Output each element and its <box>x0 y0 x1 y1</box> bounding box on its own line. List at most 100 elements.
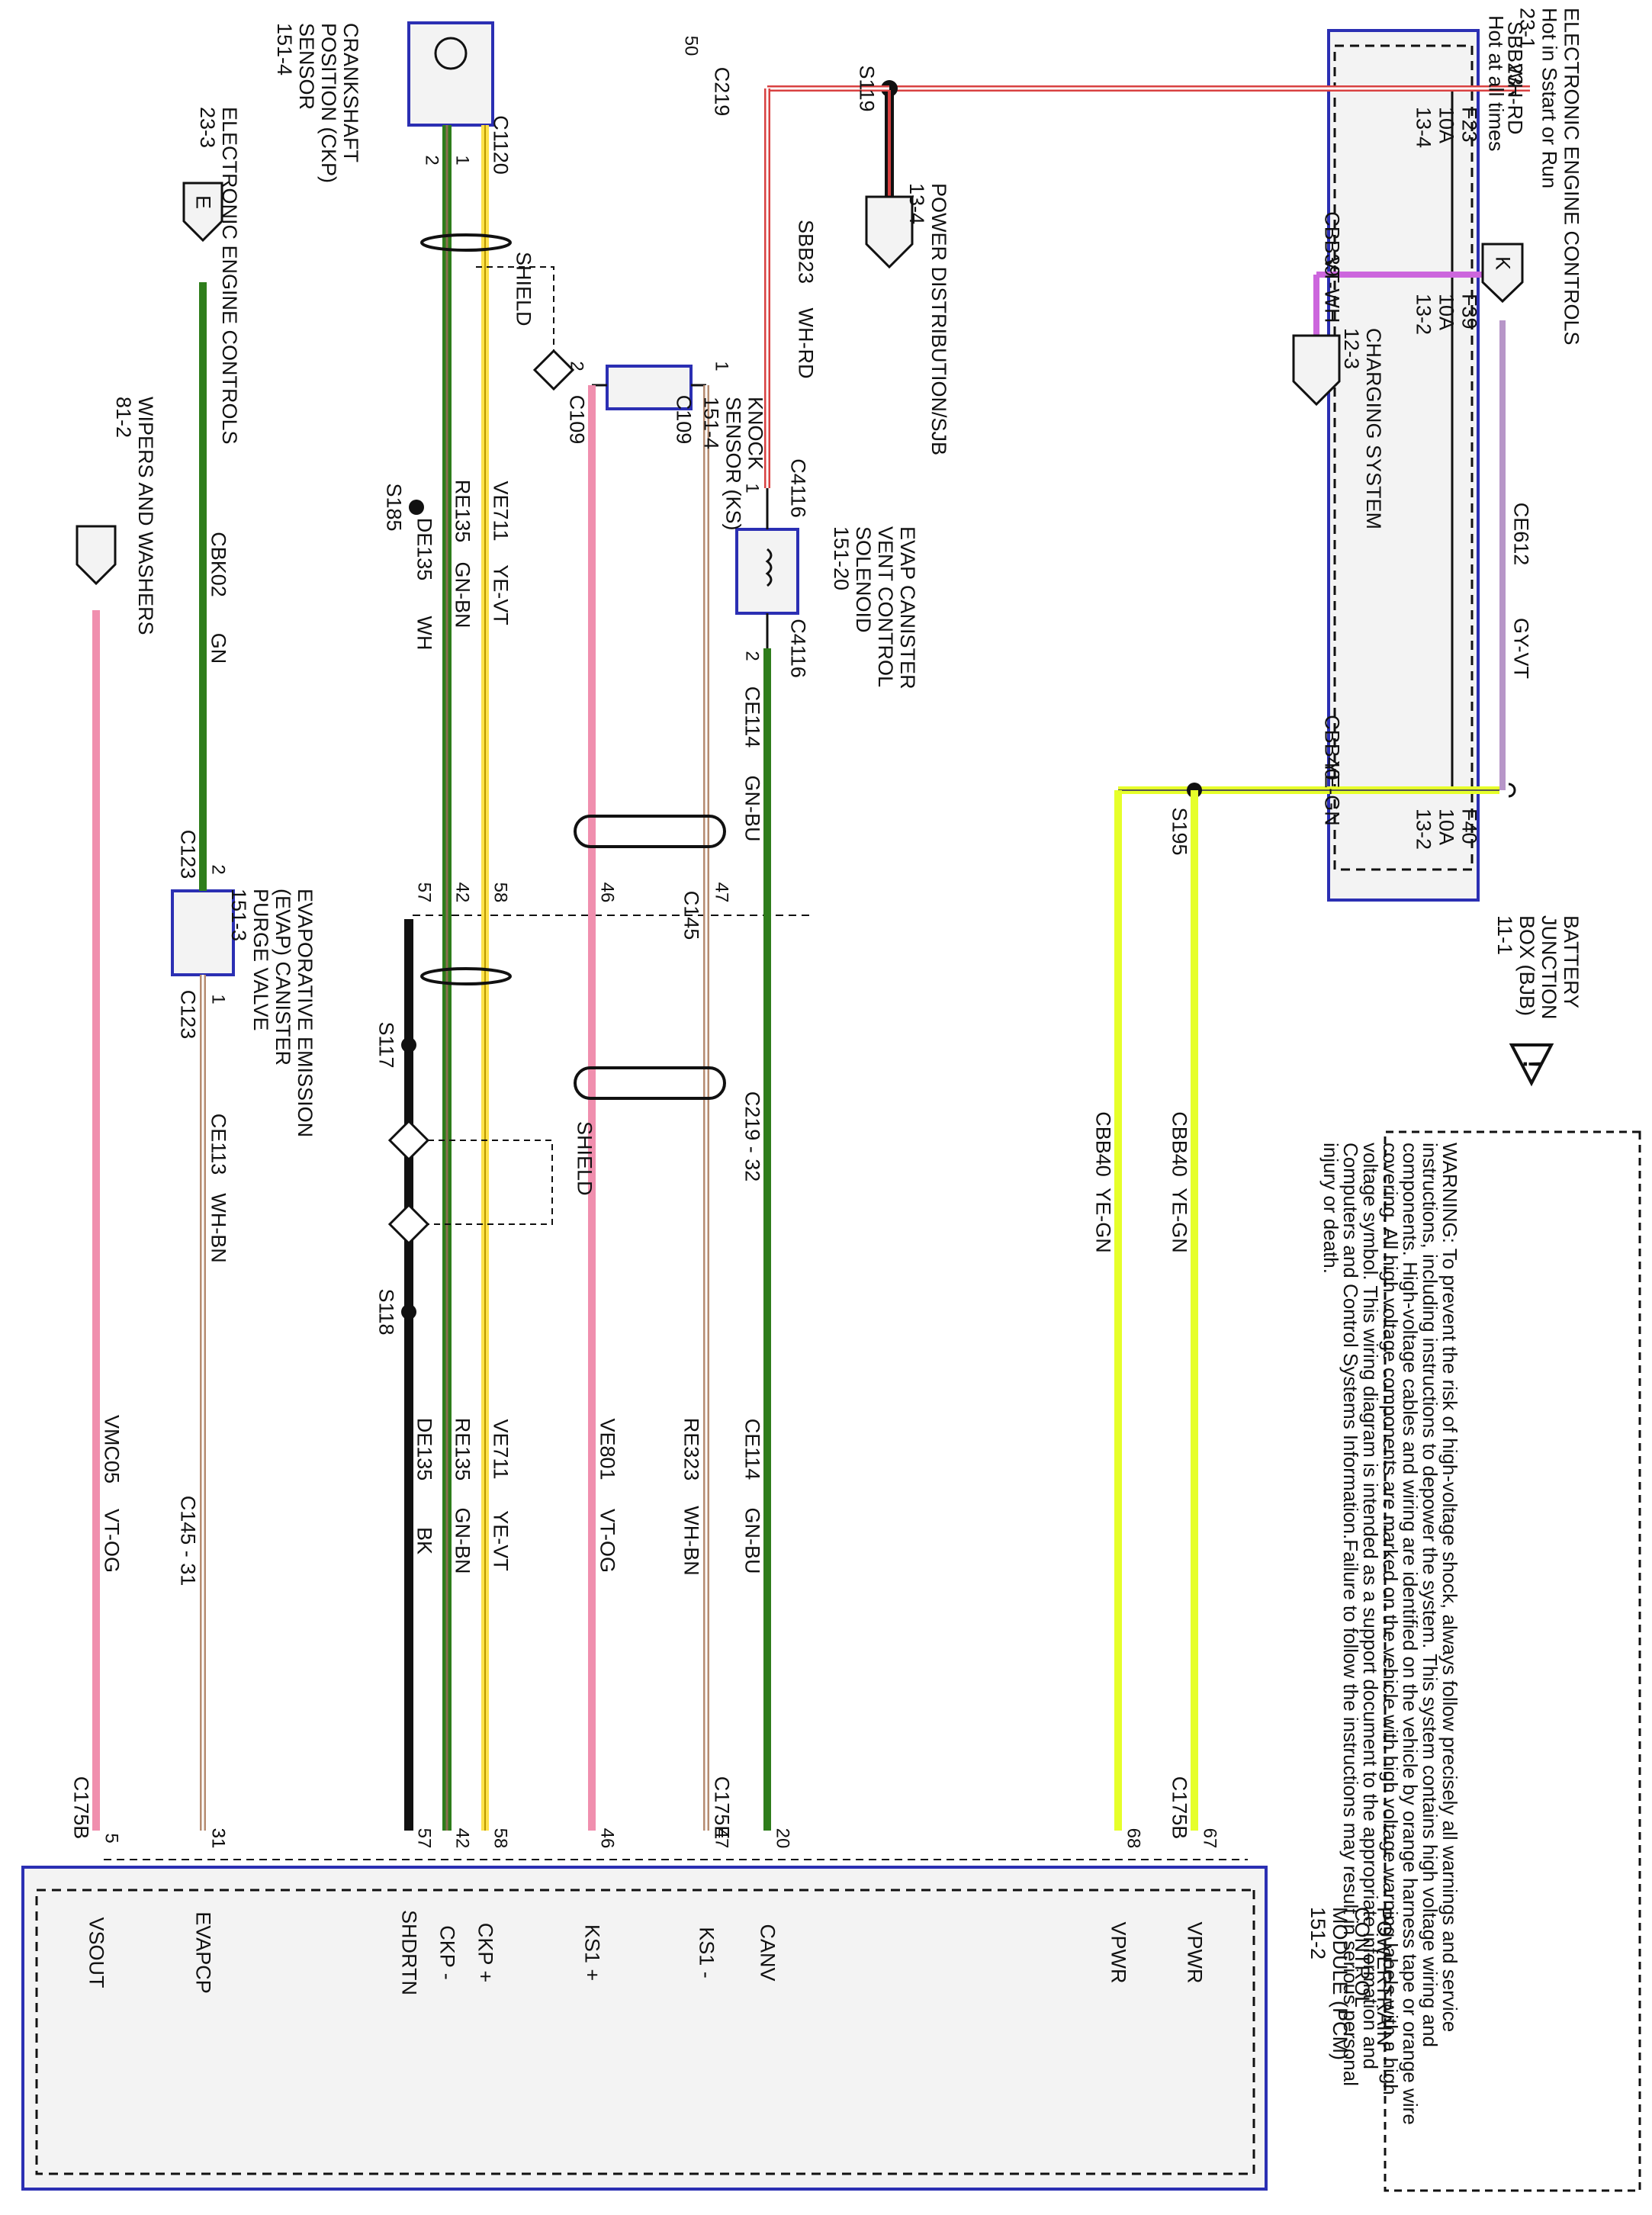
pcm-pin-shdrtn: SHDRTN <box>397 1909 421 1996</box>
bjb-label: BATTERY JUNCTION BOX (BJB) 11-1 <box>1493 915 1583 1020</box>
wire-label-vmc05: VMC05 <box>100 1414 124 1484</box>
wire-label-vt-wh: VT-WH <box>1320 256 1344 323</box>
connector-c175e: C175E <box>710 1776 734 1840</box>
connector-tag-e: E <box>191 194 215 210</box>
wire-label-re323: RE323 <box>680 1417 703 1481</box>
wire-label-de135: DE135 <box>413 517 436 581</box>
pcm-box <box>21 1866 1268 2191</box>
splice-s118-label: S118 <box>374 1288 398 1336</box>
fuse-f40-name: F40 <box>1458 809 1481 844</box>
wire-label-ye-vt-lower: YE-VT <box>489 1510 513 1571</box>
pin-57-c145: 57 <box>413 882 435 903</box>
splice-s195-label: S195 <box>1168 807 1191 856</box>
pcm-pin-vsout: VSOUT <box>85 1917 108 1988</box>
wire-label-de135-lower: DE135 <box>413 1417 436 1481</box>
eec-e-label: ELECTRONIC ENGINE CONTROLS 23-3 <box>196 107 241 445</box>
power-distribution-connector <box>865 195 914 269</box>
fuse-f23-name: F23 <box>1458 107 1481 143</box>
wire-label-ye-gn-68: YE-GN <box>1091 1188 1115 1253</box>
wire-label-bk: BK <box>413 1526 436 1555</box>
pcm-pin-number-20: 20 <box>772 1828 793 1849</box>
pin-2-c109: 2 <box>566 361 587 371</box>
bjb-box <box>1327 29 1480 902</box>
splice-s117 <box>401 1037 416 1053</box>
warning-triangle-icon <box>1509 1043 1554 1087</box>
wire-label-wh: WH <box>413 616 436 651</box>
pin-31-pcm: 31 <box>207 1828 229 1849</box>
shield-label: SHIELD <box>512 252 535 326</box>
connector-c109-top: C109 <box>672 394 696 445</box>
wire-label-vt-og-vmc05: VT-OG <box>100 1508 124 1574</box>
pin-2-c1120: 2 <box>421 155 442 166</box>
pcm-pin-number-57: 57 <box>413 1828 435 1849</box>
pcm-pin-ks1-minus: KS1 - <box>695 1927 718 1979</box>
pcm-pin-ks1-plus: KS1 + <box>580 1924 604 1982</box>
wire-label-gn-bn-lower: GN-BN <box>451 1507 474 1574</box>
knock-sensor-label: KNOCK SENSOR (KS) 151-4 <box>699 397 767 531</box>
twisted-pair-marker <box>420 967 512 985</box>
shield-label: SHIELD <box>573 1121 596 1196</box>
pcm-inner-dashed <box>35 1889 1255 2175</box>
fuse-f39-ref: 13-2 <box>1412 294 1435 336</box>
wire-label-cbb40-68: CBB40 <box>1091 1111 1115 1177</box>
splice-s185 <box>409 500 424 515</box>
gear-icon <box>434 37 468 70</box>
pin-58-c145: 58 <box>490 882 511 903</box>
connector-c145-31: C145 - 31 <box>176 1495 200 1587</box>
bjb-inner-dashed <box>1333 44 1474 871</box>
wire-label-wh-rd: WH-RD <box>1503 63 1527 135</box>
fuse-f23-rating: 10A <box>1435 107 1458 144</box>
pcm-pin-number-46: 46 <box>596 1828 618 1849</box>
pin-47-c145: 47 <box>711 882 732 903</box>
eec-k-connector <box>1481 243 1524 304</box>
wire-label-ce114-lower: CE114 <box>741 1418 764 1480</box>
wire-label-ve711-lower: VE711 <box>489 1419 513 1480</box>
connector-c109-bottom: C109 <box>565 394 589 445</box>
connector-c123-bottom: C123 <box>176 989 200 1040</box>
connector-c175b-bottom: C175B <box>69 1776 93 1840</box>
connector-c1120: C1120 <box>489 115 513 175</box>
power-distribution-label: POWER DISTRIBUTION/SJB 13-4 <box>905 183 950 456</box>
pcm-pin-vpwr-68: VPWR <box>1107 1921 1130 1984</box>
fuse-f23-ref: 13-4 <box>1412 107 1435 149</box>
wire-label-gn: GN <box>207 632 230 664</box>
fuse-f40-ref: 13-2 <box>1412 809 1435 850</box>
pin-42-c145: 42 <box>452 882 473 903</box>
pcm-pin-ckp-minus: CKP - <box>435 1925 459 1980</box>
pcm-pin-number-42: 42 <box>452 1828 473 1849</box>
evap-vent-solenoid-label: EVAP CANISTER VENT CONTROL SOLENOID 151-… <box>830 526 919 690</box>
pcm-pin-ckp-plus: CKP + <box>474 1922 497 1983</box>
connector-pin-50: 50 <box>680 35 702 56</box>
wire-label-gn-bu-lower: GN-BU <box>741 1507 764 1574</box>
wipers-label: WIPERS AND WASHERS 81-2 <box>112 397 157 635</box>
wire-label-ce113: CE113 <box>207 1113 230 1175</box>
wire-label-vt-og: VT-OG <box>596 1508 619 1574</box>
pcm-pin-canv: CANV <box>756 1924 779 1982</box>
pcm-pin-number-68: 68 <box>1123 1828 1144 1849</box>
pin-1-c123: 1 <box>207 994 229 1005</box>
twisted-pair-marker <box>574 815 726 848</box>
connector-c219-32: C219 - 32 <box>741 1091 764 1182</box>
splice-s117-label: S117 <box>374 1021 398 1069</box>
wire-label-sbb23-c219: SBB23 <box>794 219 818 285</box>
pin-1-c1120: 1 <box>452 155 473 166</box>
twisted-pair-marker <box>574 1066 726 1100</box>
connector-tag-k: K <box>1491 256 1515 271</box>
pcm-pin-number-67: 67 <box>1199 1828 1220 1849</box>
fuse-f39-rating: 10A <box>1435 294 1458 331</box>
connector-c219: C219 <box>710 66 734 117</box>
twisted-pair-marker <box>420 233 512 252</box>
wire-label-ce612: CE612 <box>1509 502 1533 566</box>
pin-2-c4116: 2 <box>741 651 763 661</box>
wire-label-re135-lower: RE135 <box>451 1417 474 1481</box>
warning-exclamation: ! <box>1517 1059 1547 1069</box>
evap-purge-valve-box <box>171 889 235 976</box>
warning-box <box>1384 1130 1641 2192</box>
splice-s185-label: S185 <box>382 483 406 532</box>
wire-label-ye-vt: YE-VT <box>489 564 513 625</box>
wire-label-gn-bu: GN-BU <box>741 775 764 842</box>
shield-ground-icon <box>387 1203 430 1246</box>
knock-sensor-box <box>606 365 693 410</box>
pcm-pin-vpwr-67: VPWR <box>1183 1921 1207 1984</box>
